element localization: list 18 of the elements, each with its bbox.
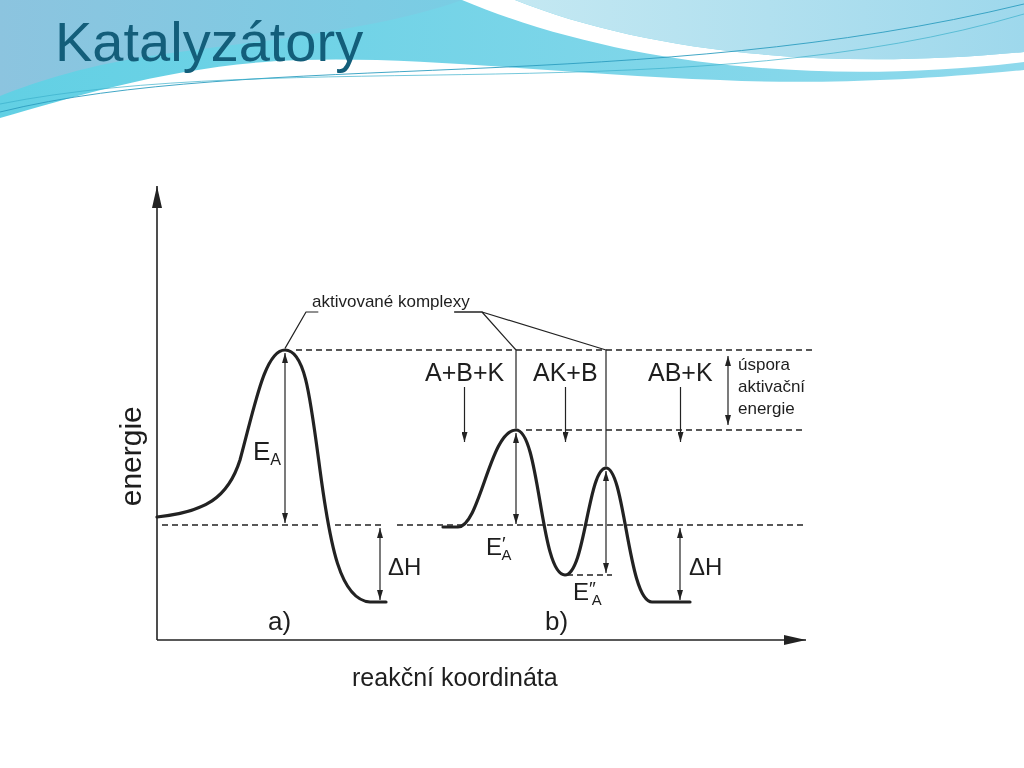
callout-text: aktivované komplexy — [312, 292, 470, 312]
annotation-text: úspora aktivační energie — [738, 354, 806, 421]
panel-label: a) — [268, 607, 292, 637]
leader-line — [453, 311, 607, 467]
symbol-label: E$_{A}$ — [253, 437, 282, 467]
arrow — [562, 386, 569, 443]
symbol-label: ΔH — [689, 553, 723, 581]
arrow — [461, 386, 468, 443]
energy-curve — [155, 348, 388, 604]
axis-title: reakční koordináta — [352, 663, 558, 692]
panel-label: b) — [545, 607, 569, 637]
state-label: AB+K — [648, 358, 713, 387]
state-label: A+B+K — [425, 358, 505, 387]
symbol-label: ΔH — [388, 553, 422, 581]
arrow — [677, 386, 684, 443]
state-label: AK+B — [533, 358, 598, 387]
axis-title: energie — [113, 405, 148, 506]
slide-title: Katalyzátory — [55, 10, 364, 75]
